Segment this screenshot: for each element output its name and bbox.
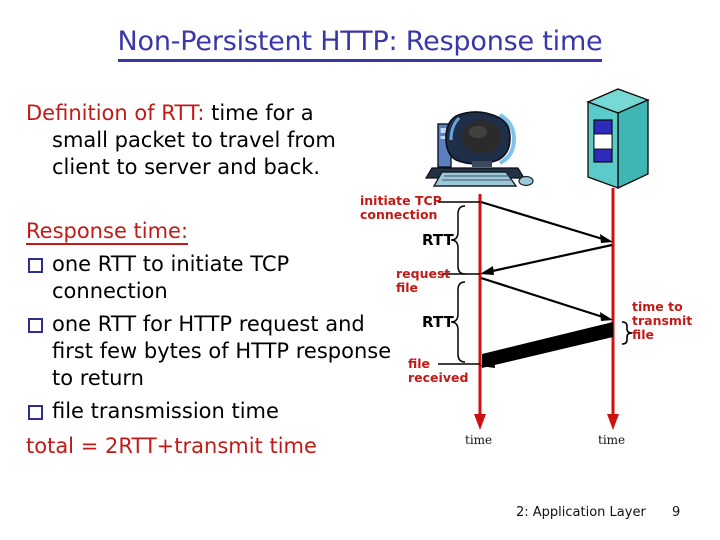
page-title: Non-Persistent HTTP: Response time xyxy=(0,26,720,62)
timing-diagram: initiate TCP connection request file fil… xyxy=(360,82,720,452)
rtt-brace-bottom xyxy=(450,281,466,363)
label-file-received: file received xyxy=(408,356,469,385)
list-item: file transmission time xyxy=(26,398,394,425)
list-item-label: file transmission time xyxy=(52,399,279,423)
rtt-definition-line2: small packet to travel from xyxy=(52,128,336,152)
label-time-client: time xyxy=(465,433,493,447)
file-transmission-band xyxy=(480,322,613,368)
label-rtt-top: RTT xyxy=(422,231,454,249)
http-request-arrows xyxy=(480,276,613,321)
desktop-computer-icon xyxy=(424,111,534,187)
label-request-file: request file xyxy=(396,266,451,295)
square-bullet-icon xyxy=(28,258,43,273)
rtt-definition-line3: client to server and back. xyxy=(52,155,321,179)
list-item: one RTT for HTTP request and first few b… xyxy=(26,311,394,392)
label-rtt-bottom: RTT xyxy=(422,313,454,331)
rtt-definition: Definition of RTT: time for a small pack… xyxy=(26,100,394,181)
transmit-brace xyxy=(621,321,633,345)
client-timeline xyxy=(474,194,486,430)
footer-chapter-label: 2: Application Layer xyxy=(516,505,646,520)
page-title-text: Non-Persistent HTTP: Response time xyxy=(117,26,603,62)
total-formula: total = 2RTT+transmit time xyxy=(26,434,317,458)
label-time-to-transmit-file: time to transmit file xyxy=(632,299,693,342)
footer-page-number: 9 xyxy=(672,505,681,520)
label-time-server: time xyxy=(598,433,626,447)
tcp-handshake-arrows xyxy=(480,200,613,275)
list-item: one RTT to initiate TCP connection xyxy=(26,251,394,305)
square-bullet-icon xyxy=(28,318,43,333)
rtt-definition-lead: Definition of RTT: xyxy=(26,101,205,125)
label-initiate-tcp: initiate TCP connection xyxy=(360,193,442,222)
response-time-heading: Response time: xyxy=(26,219,189,245)
list-item-label: one RTT for HTTP request and first few b… xyxy=(52,312,392,390)
server-timeline xyxy=(607,188,619,430)
square-bullet-icon xyxy=(28,405,43,420)
rtt-definition-line1: time for a xyxy=(204,101,314,125)
list-item-label: one RTT to initiate TCP connection xyxy=(52,252,290,303)
timing-diagram-canvas xyxy=(424,88,650,430)
rtt-brace-top xyxy=(450,205,466,275)
content-column: Definition of RTT: time for a small pack… xyxy=(26,100,394,460)
response-time-section: Response time: one RTT to initiate TCP c… xyxy=(26,181,394,460)
slide-footer: 2: Application Layer 9 xyxy=(0,505,720,525)
server-box-icon xyxy=(586,88,650,190)
